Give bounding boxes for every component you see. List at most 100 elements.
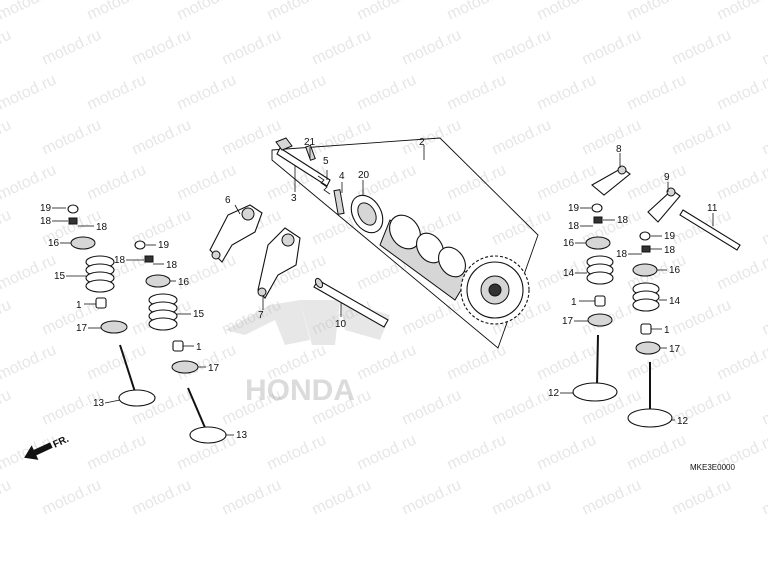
watermark-text: motod.ru	[535, 0, 599, 24]
callout-3: 3	[291, 193, 297, 204]
watermark-text: motod.ru	[85, 432, 149, 474]
watermark-text: motod.ru	[670, 477, 734, 519]
front-label: FR.	[51, 434, 70, 451]
watermark-text: motod.ru	[355, 0, 419, 24]
watermark-text: motod.ru	[445, 0, 509, 24]
watermark-text: motod.ru	[715, 162, 768, 204]
callout-1b: 1	[196, 342, 202, 353]
watermark-text: motod.ru	[0, 0, 59, 24]
watermark-text: motod.ru	[40, 297, 104, 339]
callout-16c: 16	[563, 238, 575, 249]
watermark-text: motod.ru	[580, 117, 644, 159]
watermark-text: motod.ru	[535, 162, 599, 204]
callout-18e: 18	[568, 221, 580, 232]
watermark-text: motod.ru	[355, 342, 419, 384]
watermark-text: motod.ru	[130, 477, 194, 519]
watermark-text: motod.ru	[265, 162, 329, 204]
watermark-text: motod.ru	[445, 162, 509, 204]
rocker-arm-right-8	[591, 165, 631, 196]
watermark-text: motod.ru	[85, 0, 149, 24]
rocker-arm-exhaust	[209, 204, 263, 263]
watermark-text: motod.ru	[355, 72, 419, 114]
callout-10: 10	[335, 319, 347, 330]
watermark-text: motod.ru	[535, 342, 599, 384]
watermark-text: motod.ru	[535, 432, 599, 474]
callout-19c: 19	[568, 203, 580, 214]
watermark-text: motod.ru	[490, 477, 554, 519]
watermark-text: motod.ru	[490, 207, 554, 249]
watermark-text: motod.ru	[580, 27, 644, 69]
watermark-text: motod.ru	[535, 72, 599, 114]
camshaft-bearing	[350, 194, 384, 234]
watermark-text: motod.ru	[0, 162, 59, 204]
callout-17d: 17	[669, 344, 681, 355]
watermark-text: motod.ru	[265, 72, 329, 114]
callout-18h: 18	[664, 245, 676, 256]
callout-9: 9	[664, 172, 670, 183]
watermark-text: motod.ru	[0, 117, 14, 159]
callout-19d: 19	[664, 231, 676, 242]
callout-15b: 15	[193, 309, 205, 320]
watermark-text: motod.ru	[175, 72, 239, 114]
callout-7: 7	[258, 310, 264, 321]
watermark-text: motod.ru	[0, 252, 59, 294]
watermark-text: motod.ru	[265, 0, 329, 24]
watermark-text: motod.ru	[0, 342, 59, 384]
rocker-shaft-right	[679, 209, 741, 251]
callout-4: 4	[339, 171, 345, 182]
watermark-text: motod.ru	[40, 117, 104, 159]
leader-lines	[234, 145, 714, 317]
callout-13b: 13	[236, 430, 248, 441]
watermark-text: motod.ru	[715, 0, 768, 24]
callout-17c: 17	[562, 316, 574, 327]
watermark-text: motod.ru	[715, 72, 768, 114]
callout-6: 6	[225, 195, 231, 206]
watermark-text: motod.ru	[220, 117, 284, 159]
callout-15a: 15	[54, 271, 66, 282]
watermark-text: motod.ru	[625, 72, 689, 114]
watermark-text: motod.ru	[0, 27, 14, 69]
watermark-text: motod.ru	[760, 27, 768, 69]
watermark-text: motod.ru	[715, 252, 768, 294]
callout-19b: 19	[158, 240, 170, 251]
watermark-text: motod.ru	[85, 162, 149, 204]
callout-18f: 18	[617, 215, 629, 226]
callout-11: 11	[707, 203, 718, 214]
callout-16b: 16	[178, 277, 190, 288]
callout-16a: 16	[48, 238, 60, 249]
watermark-text: motod.ru	[0, 477, 14, 519]
watermark-text: motod.ru	[85, 342, 149, 384]
watermark-text: motod.ru	[355, 432, 419, 474]
watermark-text: motod.ru	[265, 432, 329, 474]
camshaft	[379, 214, 530, 325]
watermark-text: motod.ru	[85, 72, 149, 114]
honda-logo-watermark: HONDA	[225, 300, 390, 407]
watermark-text: motod.ru	[445, 72, 509, 114]
callout-18c: 18	[114, 255, 126, 266]
honda-logo-text: HONDA	[245, 374, 355, 407]
watermark-text: motod.ru	[760, 387, 768, 429]
callout-18d: 18	[166, 260, 178, 271]
callout-17a: 17	[76, 323, 88, 334]
callout-14a: 14	[563, 268, 575, 279]
callout-1d: 1	[664, 325, 670, 336]
callouts: 2 3 4 5 21 20 6 7 10 8 9 11 19 18 18 16 …	[40, 137, 718, 441]
watermark-text: motod.ru	[0, 207, 14, 249]
watermark-text: motod.ru	[0, 72, 59, 114]
watermark-text: motod.ru	[40, 477, 104, 519]
watermark-text: motod.ru	[310, 117, 374, 159]
watermark-text: motod.ru	[490, 387, 554, 429]
rocker-arm-right-9	[647, 187, 681, 223]
valve-train-right-2	[627, 231, 673, 428]
watermark-text: motod.ru	[670, 27, 734, 69]
callout-19a: 19	[40, 203, 52, 214]
callout-17b: 17	[208, 363, 220, 374]
watermark-text: motod.ru	[400, 477, 464, 519]
callout-21: 21	[304, 137, 316, 148]
watermark-text: motod.ru	[445, 432, 509, 474]
watermark-text: motod.ru	[490, 27, 554, 69]
callout-5: 5	[323, 156, 329, 167]
callout-20: 20	[358, 170, 370, 181]
watermark-text: motod.ru	[220, 477, 284, 519]
